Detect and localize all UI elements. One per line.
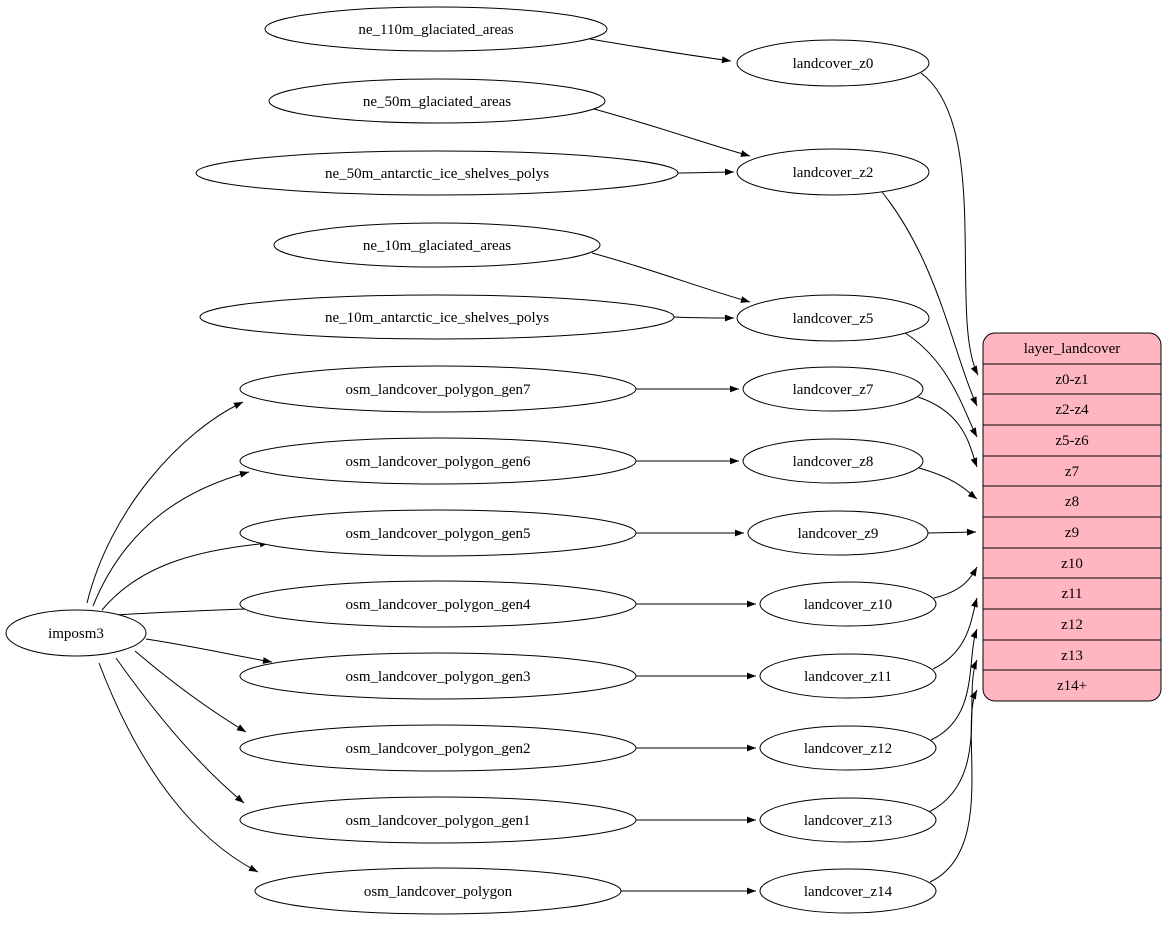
edge-imposm3-to-osm-landcover-polygon-gen5 [101, 540, 270, 611]
node-ne-10m-antarctic-ice-shelves-polys: ne_10m_antarctic_ice_shelves_polys [199, 294, 675, 340]
edge-imposm3-to-osm-landcover-polygon-gen1 [115, 657, 245, 804]
node-landcover-z8: landcover_z8 [742, 438, 924, 484]
record-row-z9: z9 [1065, 525, 1079, 541]
node-label: ne_50m_glaciated_areas [363, 94, 511, 110]
record-row-z0-z1: z0-z1 [1055, 372, 1088, 388]
edge-landcover-z5-to-row-z5-z6 [901, 330, 978, 438]
node-landcover-z14: landcover_z14 [759, 868, 937, 914]
node-landcover-z0: landcover_z0 [736, 39, 930, 87]
node-landcover-z10: landcover_z10 [759, 581, 937, 627]
node-label: landcover_z2 [793, 165, 874, 181]
node-landcover-z2: landcover_z2 [736, 148, 930, 196]
node-label: osm_landcover_polygon_gen2 [346, 741, 531, 757]
edge-landcover-z7-to-row-z7 [917, 396, 978, 468]
node-osm-landcover-polygon-gen6: osm_landcover_polygon_gen6 [239, 437, 637, 485]
edge-ne-10m-glaciated-areas-to-landcover-z5 [591, 252, 751, 303]
node-label: landcover_z9 [798, 526, 879, 542]
node-label: landcover_z7 [793, 382, 874, 398]
node-label: osm_landcover_polygon_gen4 [346, 597, 531, 613]
record-row-z7: z7 [1065, 464, 1080, 480]
node-label: landcover_z8 [793, 454, 874, 470]
node-label: landcover_z10 [804, 597, 892, 613]
node-osm-landcover-polygon-gen7: osm_landcover_polygon_gen7 [239, 365, 637, 413]
node-osm-landcover-polygon-gen3: osm_landcover_polygon_gen3 [239, 652, 637, 700]
edge-ne-10m-antarctic-ice-shelves-polys-to-landcover-z5 [673, 314, 735, 322]
node-label: osm_landcover_polygon_gen1 [346, 813, 531, 829]
edge-ne-50m-antarctic-ice-shelves-polys-to-landcover-z2 [676, 168, 735, 176]
edge-imposm3-to-osm-landcover-polygon [98, 662, 259, 873]
edge-imposm3-to-osm-landcover-polygon-gen6 [92, 471, 250, 607]
node-label: ne_10m_glaciated_areas [363, 238, 511, 254]
node-osm-landcover-polygon-gen4: osm_landcover_polygon_gen4 [239, 580, 637, 628]
record-row-z10: z10 [1061, 556, 1083, 572]
record-separators [983, 363, 1161, 671]
node-landcover-z7: landcover_z7 [742, 366, 924, 412]
node-ne-10m-glaciated-areas: ne_10m_glaciated_areas [273, 222, 601, 268]
edge-ne-50m-glaciated-areas-to-landcover-z2 [593, 108, 751, 157]
edge-landcover-z14-to-row-z14plus [929, 689, 978, 883]
node-label: landcover_z14 [804, 884, 893, 900]
record-row-z11: z11 [1061, 586, 1082, 602]
node-landcover-z5: landcover_z5 [736, 294, 930, 342]
record-row-z14plus: z14+ [1057, 678, 1087, 694]
node-landcover-z11: landcover_z11 [759, 653, 937, 699]
node-osm-landcover-polygon-gen1: osm_landcover_polygon_gen1 [239, 796, 637, 844]
record-row-z2-z4: z2-z4 [1055, 402, 1089, 418]
node-label: ne_50m_antarctic_ice_shelves_polys [325, 166, 549, 182]
node-label: imposm3 [48, 626, 104, 642]
edge-imposm3-to-osm-landcover-polygon-gen3 [145, 638, 273, 664]
edge-landcover-z0-to-row-z0-z1 [920, 72, 979, 376]
node-label: ne_110m_glaciated_areas [358, 22, 513, 38]
record-row-z12: z12 [1061, 617, 1083, 633]
record-row-z8: z8 [1065, 494, 1079, 510]
node-label: landcover_z13 [804, 813, 892, 829]
edge-imposm3-to-osm-landcover-polygon-gen2 [134, 650, 247, 733]
node-osm-landcover-polygon-gen2: osm_landcover_polygon_gen2 [239, 724, 637, 772]
edge-landcover-z10-to-row-z10 [933, 566, 978, 599]
node-label: osm_landcover_polygon_gen5 [346, 526, 531, 542]
node-landcover-z12: landcover_z12 [759, 725, 937, 771]
edge-landcover-z12-to-row-z12 [930, 628, 978, 741]
node-ne-50m-glaciated-areas: ne_50m_glaciated_areas [268, 78, 606, 124]
node-label: osm_landcover_polygon [364, 884, 513, 900]
node-label: landcover_z12 [804, 741, 892, 757]
node-landcover-z13: landcover_z13 [759, 797, 937, 843]
node-ne-110m-glaciated-areas: ne_110m_glaciated_areas [264, 6, 608, 52]
edge-ne-110m-glaciated-areas-to-landcover-z0 [583, 37, 732, 64]
node-ne-50m-antarctic-ice-shelves-polys: ne_50m_antarctic_ice_shelves_polys [195, 150, 679, 196]
node-label: osm_landcover_polygon_gen3 [346, 669, 531, 685]
record-row-z13: z13 [1061, 648, 1083, 664]
node-label: osm_landcover_polygon_gen6 [346, 454, 531, 470]
node-label: landcover_z0 [793, 56, 874, 72]
node-label: ne_10m_antarctic_ice_shelves_polys [325, 310, 549, 326]
edge-landcover-z2-to-row-z2-z4 [881, 191, 978, 407]
node-layer-landcover: layer_landcover z0-z1 z2-z4 z5-z6 z7 z8 … [982, 332, 1162, 702]
node-label: landcover_z5 [793, 311, 874, 327]
node-landcover-z9: landcover_z9 [747, 510, 929, 556]
node-osm-landcover-polygon: osm_landcover_polygon [254, 867, 622, 915]
node-osm-landcover-polygon-gen5: osm_landcover_polygon_gen5 [239, 509, 637, 557]
node-label: osm_landcover_polygon_gen7 [346, 382, 531, 398]
edge-imposm3-to-osm-landcover-polygon-gen7 [86, 401, 244, 604]
node-imposm3: imposm3 [5, 609, 147, 657]
edges-group [86, 37, 979, 895]
node-label: landcover_z11 [804, 669, 892, 685]
edge-landcover-z8-to-row-z8 [918, 467, 978, 500]
edge-landcover-z11-to-row-z11 [932, 597, 978, 670]
edge-landcover-z9-to-row-z9 [927, 528, 977, 536]
record-row-z5-z6: z5-z6 [1055, 433, 1089, 449]
record-title: layer_landcover [1024, 341, 1121, 357]
